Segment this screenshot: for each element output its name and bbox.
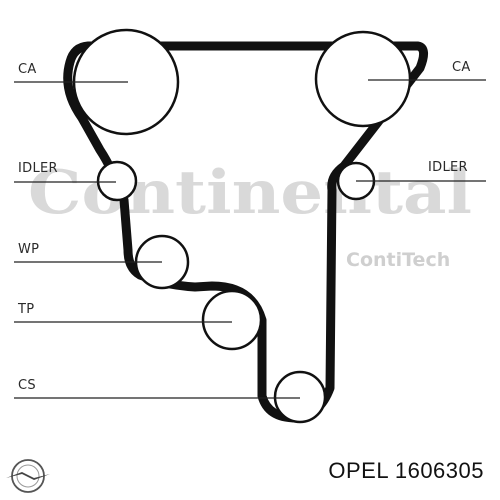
watermark-sub: ContiTech: [346, 249, 450, 271]
label-ca-left: CA: [18, 62, 37, 77]
timing-belt: [63, 41, 428, 423]
label-idler-right: IDLER: [428, 160, 468, 175]
leader-lines: [14, 79, 486, 399]
opel-logo-icon: [6, 459, 50, 493]
camshaft-pulley-right: [314, 30, 412, 128]
watermark-main: Continental: [28, 158, 472, 228]
label-tp: TP: [18, 302, 35, 317]
part-number: OPEL 1606305: [328, 458, 484, 483]
label-wp: WP: [18, 242, 40, 257]
label-ca-right: CA: [452, 60, 471, 75]
crankshaft-pulley: [273, 370, 327, 424]
continental-watermark: Continental ContiTech: [28, 158, 472, 271]
label-idler-left: IDLER: [18, 161, 58, 176]
label-cs: CS: [18, 378, 36, 393]
tensioner-pulley: [201, 289, 263, 351]
idler-pulley-left: [96, 160, 138, 202]
